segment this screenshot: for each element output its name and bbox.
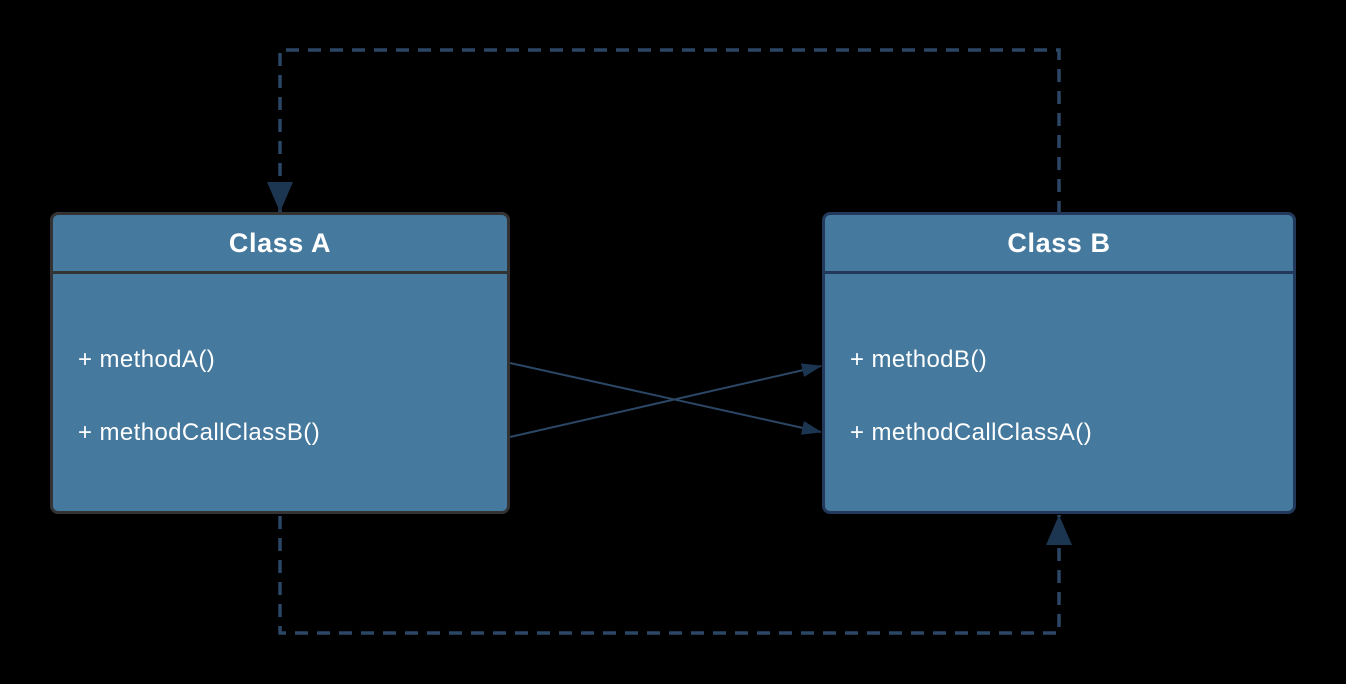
class-a-method-2: + methodCallClassB() bbox=[78, 419, 321, 446]
class-b-box[interactable]: Class B + methodB() + methodCallClassA() bbox=[822, 212, 1296, 514]
class-a-body: + methodA() + methodCallClassB() bbox=[53, 274, 507, 449]
solid-call-arrow-upper-left-to-lower-right[interactable] bbox=[509, 362, 822, 435]
class-a-box[interactable]: Class A + methodA() + methodCallClassB() bbox=[50, 212, 510, 514]
class-b-method-2: + methodCallClassA() bbox=[850, 419, 1093, 446]
class-a-title: Class A bbox=[53, 215, 507, 274]
dashed-edge-classb-to-classa-top[interactable] bbox=[267, 48, 1061, 214]
dashed-edge-classa-to-classb-bottom[interactable] bbox=[278, 515, 1072, 635]
class-a-method-1: + methodA() bbox=[78, 346, 216, 373]
class-b-title: Class B bbox=[825, 215, 1293, 274]
solid-call-arrow-lower-left-to-upper-right[interactable] bbox=[509, 363, 822, 438]
class-b-body: + methodB() + methodCallClassA() bbox=[825, 274, 1293, 449]
class-b-method-1: + methodB() bbox=[850, 346, 988, 373]
